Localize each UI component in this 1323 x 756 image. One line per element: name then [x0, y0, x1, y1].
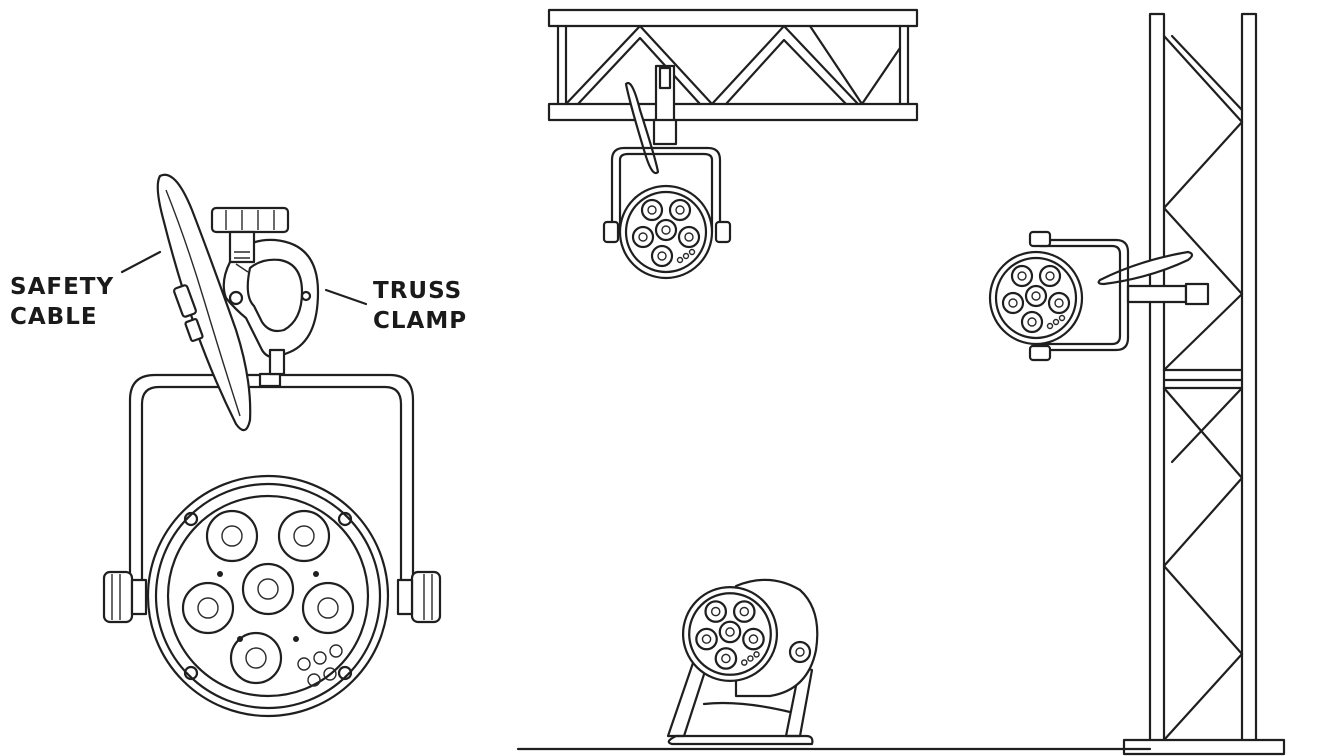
- safety-cable-label-line-1: SAFETY: [10, 274, 115, 300]
- truss-clamp-label: TRUSS CLAMP: [373, 276, 467, 336]
- truss-clamp-label-line-2: CLAMP: [373, 308, 468, 334]
- safety-cable-label-line-2: CABLE: [10, 304, 98, 330]
- truss-clamp-label-line-1: TRUSS: [373, 278, 463, 304]
- safety-cable-icon: [156, 173, 252, 432]
- floor-fixture-face: [681, 585, 779, 683]
- floor-fixture-illustration: [516, 578, 1152, 751]
- truss-clamp-leader: [324, 288, 368, 306]
- vertical-truss-illustration: [988, 12, 1286, 756]
- side-mounted-fixture-face: [988, 250, 1084, 346]
- large-fixture-illustration: [102, 173, 442, 718]
- truss-icon: [547, 8, 919, 122]
- safety-cable-leader: [120, 250, 162, 274]
- truss-icon: [1122, 12, 1286, 756]
- safety-cable-label: SAFETY CABLE: [10, 272, 114, 332]
- large-fixture-face: [146, 474, 390, 718]
- horizontal-truss-illustration: [547, 8, 919, 280]
- truss-clamp-icon: [210, 206, 320, 376]
- hanging-fixture-face: [618, 184, 714, 280]
